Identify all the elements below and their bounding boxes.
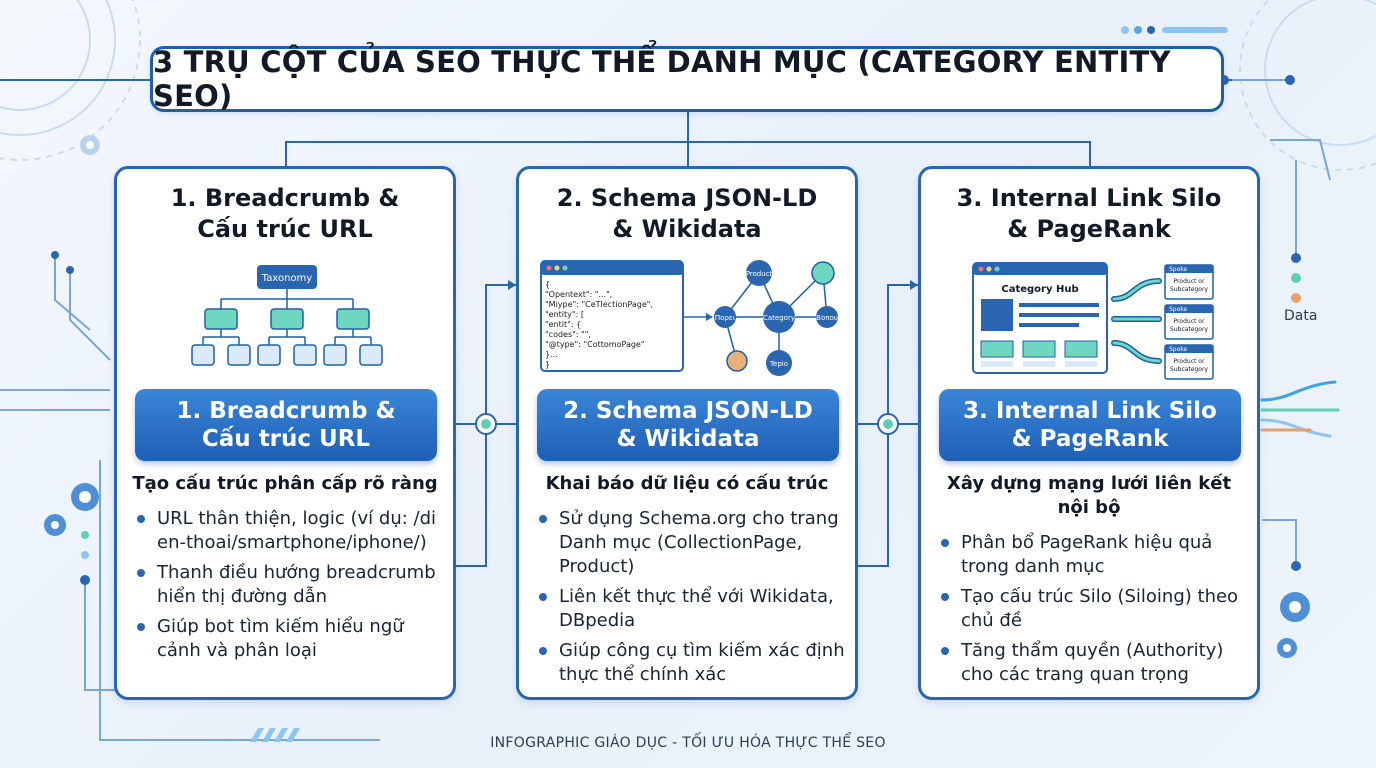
silo-hub-diagram: Category Hub Spoke Product or Subcategor… [972,262,1214,380]
data-side-label: Data [1284,308,1318,324]
pillar-bullets: URL thân thiện, logic (ví dụ: /dien-thoa… [135,507,443,669]
svg-text:{: { [545,280,550,289]
svg-text:Subcategory: Subcategory [1170,286,1208,293]
svg-text:Spoke: Spoke [1169,266,1188,273]
main-title: 3 TRỤ CỘT CỦA SEO THỰC THỂ DANH MỤC (CAT… [153,45,1171,113]
pillar-banner: 2. Schema JSON-LD& Wikidata [537,389,839,461]
pillar-bullets: Sử dụng Schema.org cho trang Danh mục (C… [537,507,845,693]
graph-node-category: Category [763,314,795,322]
bullet-item: Phân bổ PageRank hiệu quả trong danh mục [939,531,1247,579]
pillar-bullets: Phân bổ PageRank hiệu quả trong danh mục… [939,531,1247,693]
svg-text:"codes": "",: "codes": "", [545,330,591,339]
pillar-card-internal-link: 3. Internal Link Silo& PageRank Category… [918,166,1260,700]
svg-text:Product or: Product or [1174,278,1205,285]
svg-text:Subcategory: Subcategory [1170,366,1208,373]
taxonomy-label: Taxonomy [261,273,313,284]
svg-text:}...: }... [545,350,558,359]
pillar-banner: 3. Internal Link Silo& PageRank [939,389,1241,461]
svg-text:Πορει: Πορει [715,314,736,322]
bullet-item: Giúp công cụ tìm kiếm xác định thực thể … [537,639,845,687]
bullet-item: Sử dụng Schema.org cho trang Danh mục (C… [537,507,845,579]
bullet-item: Tạo cấu trúc Silo (Siloing) theo chủ đề [939,585,1247,633]
pillar-subhead: Khai báo dữ liệu có cấu trúc [545,473,829,494]
pillar-card-breadcrumb: 1. Breadcrumb &Cấu trúc URL Taxonomy 1. … [114,166,456,700]
svg-text:"entity": [: "entity": [ [545,310,584,319]
bullet-item: Liên kết thực thể với Wikidata, DBpedia [537,585,845,633]
pillar-subhead: Tạo cấu trúc phân cấp rõ ràng [132,473,438,494]
svg-text:"Opentext": "...",: "Opentext": "...", [545,290,612,299]
bullet-item: URL thân thiện, logic (ví dụ: /dien-thoa… [135,507,443,555]
svg-text:Product or: Product or [1174,358,1205,365]
svg-text:"@type": "CottomoPage": "@type": "CottomoPage" [545,340,645,349]
category-hub-label: Category Hub [1001,284,1078,295]
svg-text:Spoke: Spoke [1169,346,1188,353]
taxonomy-tree-diagram: Taxonomy [191,265,383,366]
svg-text:Tepio: Tepio [769,360,788,368]
svg-text:Subcategory: Subcategory [1170,326,1208,333]
pillar-card-schema: 2. Schema JSON-LD& Wikidata { "Opentext"… [516,166,858,700]
pillar-banner: 1. Breadcrumb &Cấu trúc URL [135,389,437,461]
schema-json-diagram: { "Opentext": "...", "Miype": "CeTlectio… [540,260,838,376]
svg-text:"Miype": "CeTlectionPage",: "Miype": "CeTlectionPage", [545,300,653,309]
bullet-item: Giúp bot tìm kiếm hiểu ngữ cảnh và phân … [135,615,443,663]
pillar-title: 3. Internal Link Silo& PageRank [956,184,1222,243]
bullet-item: Thanh điều hướng breadcrumb hiển thị đườ… [135,561,443,609]
pillar-title: 2. Schema JSON-LD& Wikidata [556,184,818,243]
svg-text:"entit": {: "entit": { [545,320,581,329]
svg-text:Product or: Product or [1174,318,1205,325]
svg-text:Spoke: Spoke [1169,306,1188,313]
bullet-item: Tăng thẩm quyền (Authority) cho các tran… [939,639,1247,687]
footer-caption: INFOGRAPHIC GIÁO DỤC - TỐI ƯU HÓA THỰC T… [490,735,886,751]
main-title-box: 3 TRỤ CỘT CỦA SEO THỰC THỂ DANH MỤC (CAT… [150,45,1224,113]
svg-text:Βοπου: Βοπου [816,314,838,322]
pillar-title: 1. Breadcrumb &Cấu trúc URL [170,184,400,243]
svg-text:}: } [545,360,550,369]
svg-text:Product: Product [746,270,773,278]
